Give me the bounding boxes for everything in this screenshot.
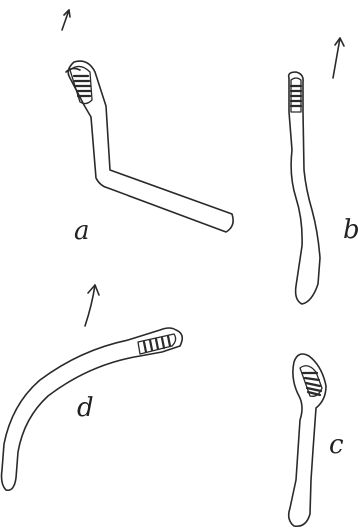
segmented-head-icon-d: [138, 334, 176, 354]
segmented-head-icon-c: [300, 366, 322, 397]
label-a: a: [74, 218, 90, 244]
label-b: b: [343, 217, 358, 243]
worm-outline-icon-c: [289, 354, 326, 526]
label-c: c: [329, 432, 344, 458]
arrow-up-icon-d: [85, 285, 99, 326]
worm-outline-icon-a: [68, 61, 233, 232]
arrow-up-icon-a: [62, 10, 70, 30]
specimen-c: [289, 354, 326, 526]
arrow-up-icon-b: [333, 38, 344, 78]
label-d: d: [77, 395, 94, 421]
specimen-b: [289, 72, 320, 304]
specimen-a: [66, 61, 233, 232]
segmented-head-icon-b: [291, 78, 301, 112]
